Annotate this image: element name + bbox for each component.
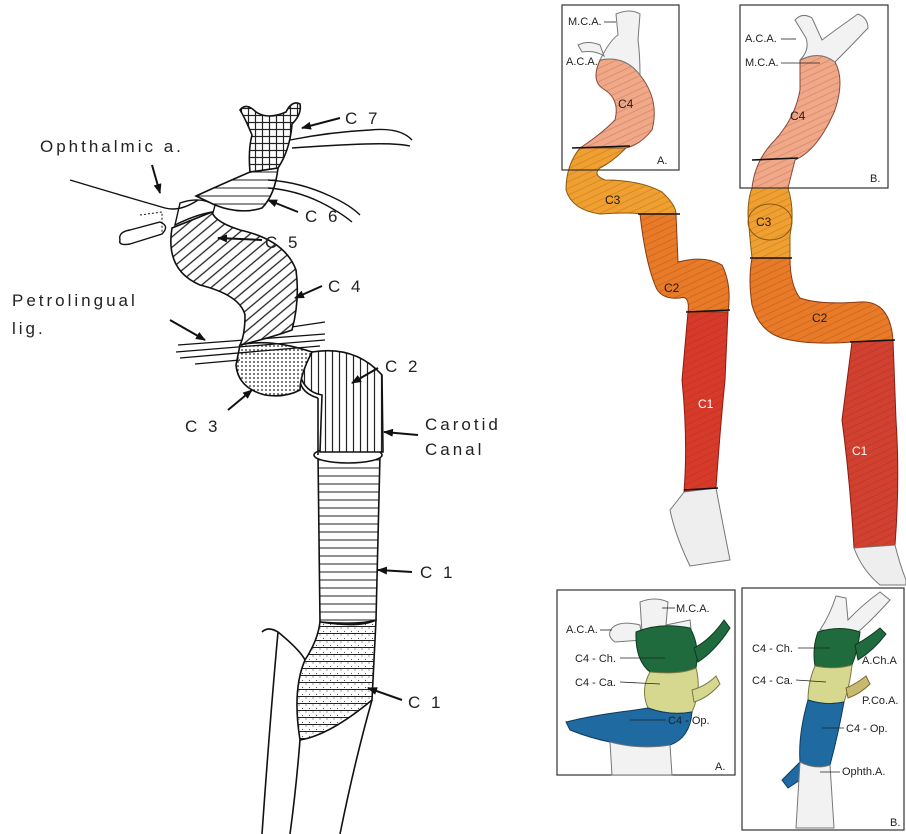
panel-b: A.C.A. M.C.A. C4 B. C3 C2 C1: [740, 5, 906, 585]
inset-b: C4 - Ch. A.Ch.A C4 - Ca. P.Co.A. C4 - Op…: [742, 588, 904, 830]
label-c6: C 6: [305, 207, 340, 226]
inset-b-c4ca: C4 - Ca.: [752, 675, 793, 687]
label-c1-lower: C 1: [408, 693, 443, 712]
label-canal: Canal: [425, 440, 484, 459]
segment-c4: [171, 212, 298, 345]
label-c4: C 4: [328, 277, 363, 296]
inset-b-acha: A.Ch.A: [862, 655, 898, 667]
panel-b-c2-label: C2: [812, 311, 828, 325]
segment-c2: [300, 351, 383, 452]
inset-a-tag: A.: [715, 761, 725, 773]
panel-a-aca: A.C.A.: [566, 56, 598, 68]
segment-c3: [236, 343, 312, 396]
panel-a: M.C.A. A.C.A. C4 A. C3 C2 C1: [562, 5, 730, 566]
schematic-diagram: C 7 Ophthalmic a. C 6 C 5 C 4 Petrolingu…: [12, 103, 501, 834]
panel-b-c3-label: C3: [756, 215, 772, 229]
panel-a-mca: M.C.A.: [568, 16, 602, 28]
label-petrolingual: Petrolingual: [12, 291, 138, 310]
inset-a-c4op: C4 - Op.: [668, 715, 710, 727]
inset-b-c4op: C4 - Op.: [846, 723, 888, 735]
segment-c7: [240, 103, 300, 172]
panel-a-c3-label: C3: [605, 193, 621, 207]
panel-a-c2-label: C2: [664, 281, 680, 295]
panel-a-c1-label: C1: [698, 397, 714, 411]
panel-b-c4-label: C4: [790, 109, 806, 123]
panel-b-base-vessel: [854, 545, 906, 585]
segment-c1-upper: [318, 455, 380, 623]
label-c5: C 5: [265, 233, 300, 252]
label-carotid: Carotid: [425, 415, 501, 434]
panel-b-c1-label: C1: [852, 444, 868, 458]
label-ophthalmic: Ophthalmic a.: [40, 137, 184, 156]
inset-b-c4ch: C4 - Ch.: [752, 643, 793, 655]
inset-a-aca: A.C.A.: [566, 624, 598, 636]
panel-a-tag: A.: [657, 155, 667, 167]
inset-b-c4ca: [808, 665, 852, 704]
panel-b-top-vessels: [795, 14, 868, 62]
inset-a-c4ca: C4 - Ca.: [575, 677, 616, 689]
panel-a-c4-label: C4: [618, 97, 634, 111]
label-c1-upper: C 1: [420, 563, 455, 582]
inset-a-c4ca: [644, 668, 698, 713]
inset-b-pcoa: P.Co.A.: [862, 695, 899, 707]
inset-a-c4ch: [636, 626, 697, 673]
inset-a-base: [610, 742, 672, 775]
inset-a-mca: M.C.A.: [676, 603, 710, 615]
panel-b-aca: A.C.A.: [745, 33, 777, 45]
panel-a-base-vessel: [670, 488, 730, 566]
inset-a: M.C.A. A.C.A. C4 - Ch. C4 - Ca. C4 - Op.…: [557, 590, 735, 775]
inset-a-c4ch: C4 - Ch.: [575, 653, 616, 665]
label-lig: lig.: [12, 319, 46, 338]
label-c7: C 7: [345, 109, 380, 128]
segment-c1-lower: [297, 620, 376, 740]
panel-b-mca: M.C.A.: [745, 57, 779, 69]
inset-b-tag: B.: [890, 817, 900, 829]
label-c3: C 3: [185, 417, 220, 436]
label-c2: C 2: [385, 357, 420, 376]
inset-b-ophtha: Ophth.A.: [842, 766, 885, 778]
panel-b-tag: B.: [870, 173, 880, 185]
